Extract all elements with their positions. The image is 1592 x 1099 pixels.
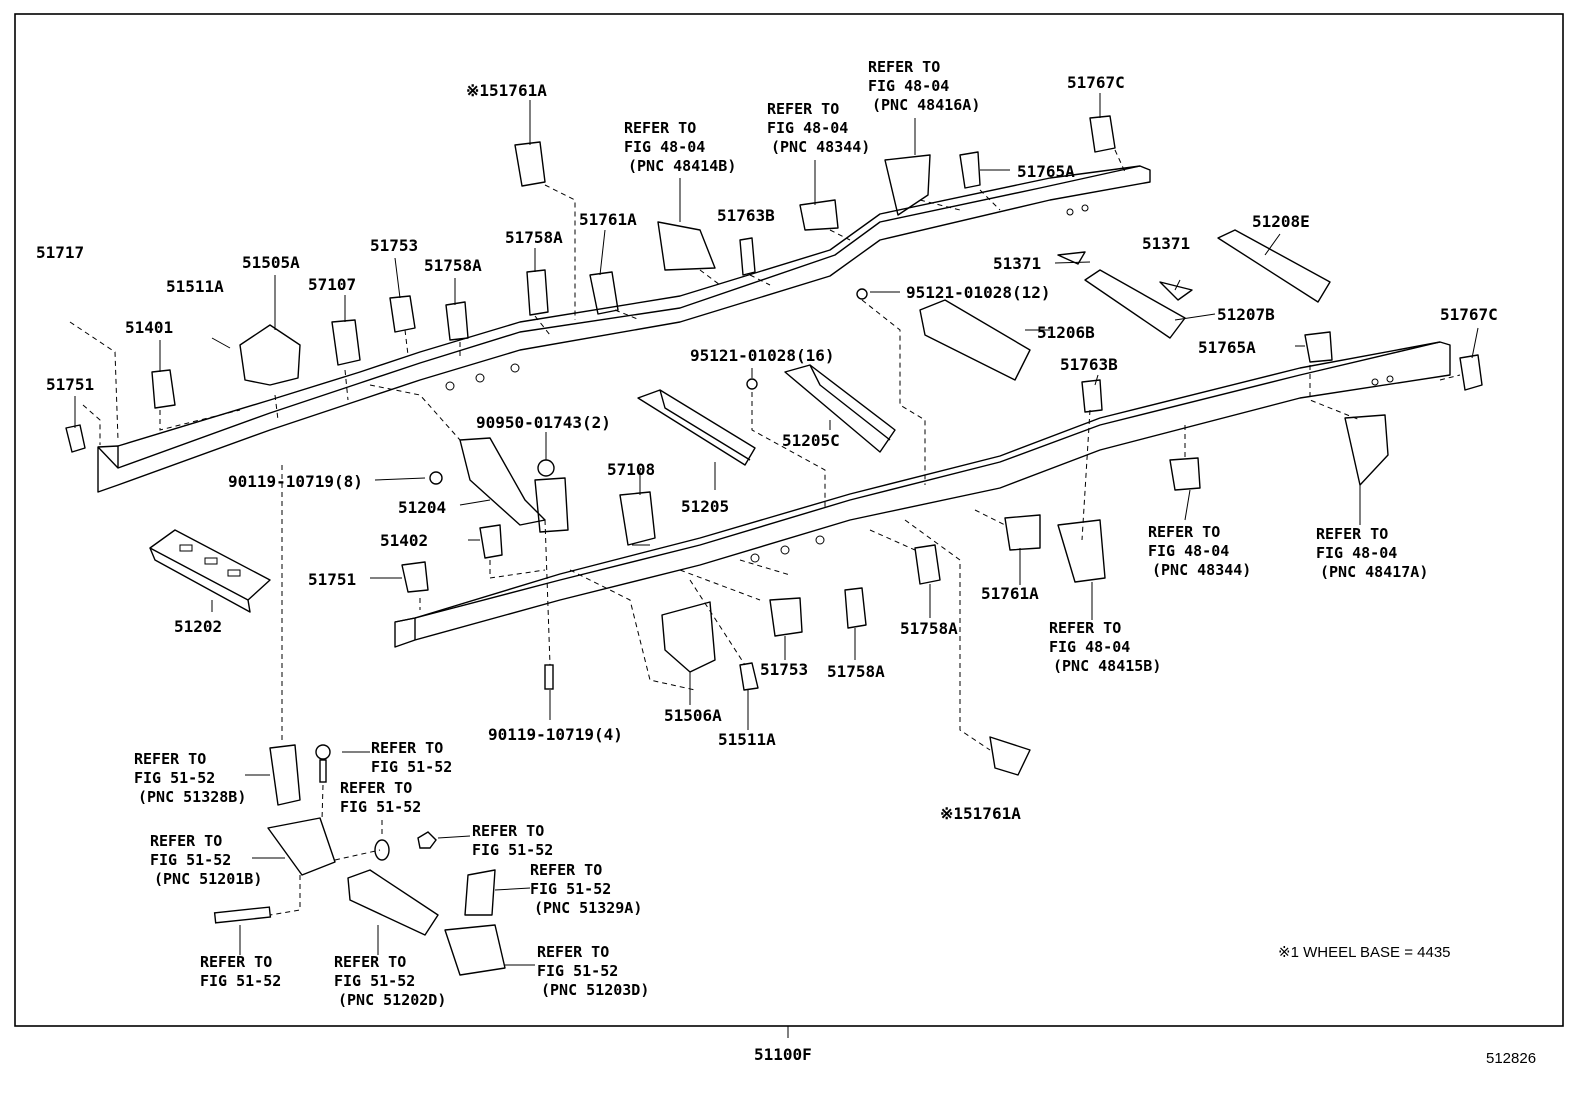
bracket-51506a [661, 601, 716, 673]
bracket-51505a [239, 324, 301, 386]
label-90119-4: 90119-10719(4) [488, 725, 623, 744]
label-51511a-left: 51511A [166, 277, 224, 296]
pointer-lines [74, 93, 1479, 966]
refer-51329a: REFER TO FIG 51-52 (PNC 51329A) [530, 861, 642, 917]
label-51765a-right: 51765A [1198, 338, 1256, 357]
label-90119-8: 90119-10719(8) [228, 472, 363, 491]
refer-48344-top: REFER TO FIG 48-04 (PNC 48344) [767, 100, 870, 156]
label-95121-12: 95121-01028(12) [906, 283, 1051, 302]
diagram-border [14, 13, 1564, 1027]
refer-48414b: REFER TO FIG 48-04 (PNC 48414B) [624, 119, 736, 175]
refer-48417a: REFER TO FIG 48-04 (PNC 48417A) [1316, 525, 1428, 581]
label-51506a: 51506A [664, 706, 722, 725]
refer-51328b: REFER TO FIG 51-52 (PNC 51328B) [134, 750, 246, 806]
leader-lines [69, 149, 1461, 916]
refer-5152-washer: REFER TO FIG 51-52 [340, 779, 421, 816]
refer-48416a: REFER TO FIG 48-04 (PNC 48416A) [868, 58, 980, 114]
label-51402: 51402 [380, 531, 428, 550]
label-51511a-bottom: 51511A [718, 730, 776, 749]
label-51505a: 51505A [242, 253, 300, 272]
refer-blocks: REFER TO FIG 48-04 (PNC 48416A) REFER TO… [134, 58, 1428, 1009]
label-51763b-right: 51763B [1060, 355, 1118, 374]
refer-5152-bolt: REFER TO FIG 51-52 [371, 739, 452, 776]
crossmember-51207b [1084, 269, 1186, 339]
label-51100f: 51100F [754, 1045, 812, 1064]
label-51751-bottom: 51751 [308, 570, 356, 589]
label-51753-bottom: 51753 [760, 660, 808, 679]
refer-48415b: REFER TO FIG 48-04 (PNC 48415B) [1049, 619, 1161, 675]
label-51207b: 51207B [1217, 305, 1275, 324]
refer-51202d: REFER TO FIG 51-52 (PNC 51202D) [334, 953, 446, 1009]
label-51208e: 51208E [1252, 212, 1310, 231]
label-51761a-lowest: ※151761A [940, 804, 1021, 823]
label-51371-b: 51371 [993, 254, 1041, 273]
crossmember-51205c [784, 364, 896, 453]
label-51205: 51205 [681, 497, 729, 516]
label-51758a-top-1: 51758A [424, 256, 482, 275]
label-51204: 51204 [398, 498, 446, 517]
label-51767c-right: 51767C [1440, 305, 1498, 324]
label-51753-top: 51753 [370, 236, 418, 255]
label-51761a-mid: 51761A [579, 210, 637, 229]
label-51202: 51202 [174, 617, 222, 636]
refer-5152-bolt2: REFER TO FIG 51-52 [200, 953, 281, 990]
label-51371-a: 51371 [1142, 234, 1190, 253]
part-labels: 51717 51511A 51505A 51753 57107 51758A 5… [36, 73, 1498, 1064]
refer-5152-nut: REFER TO FIG 51-52 [472, 822, 553, 859]
small-brackets [65, 115, 1483, 976]
figure-id: 512826 [1486, 1050, 1536, 1067]
label-51761a-top: ※151761A [466, 81, 547, 100]
label-51717: 51717 [36, 243, 84, 262]
label-51758a-bottom-1: 51758A [827, 662, 885, 681]
label-90950: 90950-01743(2) [476, 413, 611, 432]
label-51767c-top: 51767C [1067, 73, 1125, 92]
crossmember-51206b [919, 299, 1031, 381]
refer-51203d: REFER TO FIG 51-52 (PNC 51203D) [537, 943, 649, 999]
label-51401: 51401 [125, 318, 173, 337]
label-57108: 57108 [607, 460, 655, 479]
label-51765a-top: 51765A [1017, 162, 1075, 181]
fasteners [213, 288, 868, 924]
label-51763b-top: 51763B [717, 206, 775, 225]
right-frame-rail [394, 341, 1451, 648]
refer-48344-bottom: REFER TO FIG 48-04 (PNC 48344) [1148, 523, 1251, 579]
refer-51201b: REFER TO FIG 51-52 (PNC 51201B) [150, 832, 262, 888]
label-51761a-bottom: 51761A [981, 584, 1039, 603]
wheel-base-note: ※1 WHEEL BASE = 4435 [1278, 944, 1451, 961]
label-51758a-bottom-2: 51758A [900, 619, 958, 638]
label-51751-left: 51751 [46, 375, 94, 394]
label-95121-16: 95121-01028(16) [690, 346, 835, 365]
bracket-51204 [459, 437, 546, 526]
crossmember-51208e [1217, 229, 1331, 303]
label-51758a-top-2: 51758A [505, 228, 563, 247]
label-51205c: 51205C [782, 431, 840, 450]
label-57107: 57107 [308, 275, 356, 294]
crossmember-51205 [637, 389, 756, 466]
crossmember-51202 [149, 529, 271, 613]
left-frame-rail [97, 165, 1151, 493]
label-51206b: 51206B [1037, 323, 1095, 342]
